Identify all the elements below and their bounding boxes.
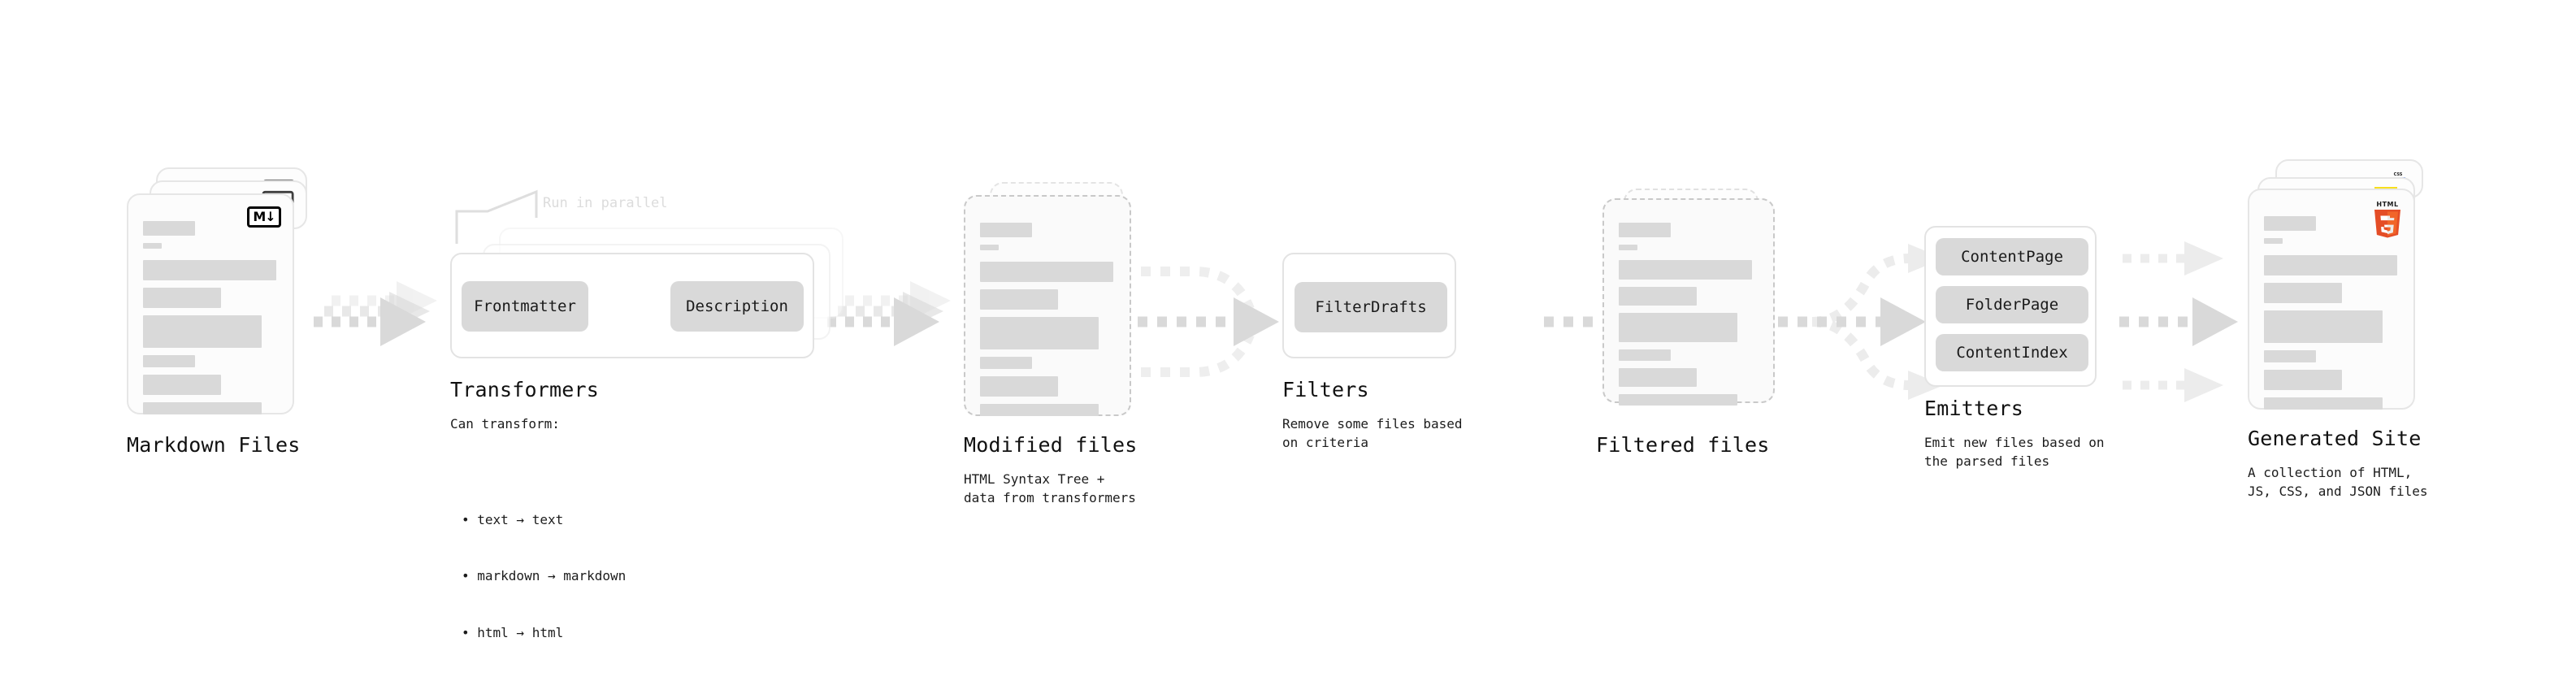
content-bar bbox=[980, 357, 1032, 369]
transformer-chip-description[interactable]: Description bbox=[670, 281, 804, 332]
content-bar bbox=[1619, 287, 1697, 306]
content-bar bbox=[2264, 283, 2342, 303]
content-bar bbox=[2264, 370, 2342, 390]
content-bar bbox=[1619, 394, 1737, 406]
content-bar bbox=[980, 223, 1032, 237]
content-bar bbox=[2264, 255, 2397, 275]
content-bar bbox=[980, 317, 1099, 349]
content-bar bbox=[143, 402, 262, 414]
content-bar bbox=[980, 404, 1099, 416]
run-in-parallel-annotation: Run in parallel bbox=[543, 195, 668, 211]
transformers-bullet-list: text → text markdown → markdown html → h… bbox=[462, 433, 626, 681]
stage-title-markdown-files: Markdown Files bbox=[127, 433, 301, 457]
emitter-chip-contentpage[interactable]: ContentPage bbox=[1936, 238, 2088, 275]
content-bar bbox=[1619, 223, 1671, 237]
filters-subtitle: Remove some files based on criteria bbox=[1282, 416, 1463, 451]
content-bar bbox=[980, 376, 1058, 397]
svg-text:CSS: CSS bbox=[2394, 172, 2403, 177]
html5-badge: HTML bbox=[2371, 199, 2404, 238]
transformers-bullet-item: text → text bbox=[462, 510, 626, 529]
filters-groupbox: FilterDrafts bbox=[1282, 253, 1456, 358]
transformers-bullet-item: html → html bbox=[462, 623, 626, 642]
modified-files-subtitle: HTML Syntax Tree + data from transformer… bbox=[964, 471, 1136, 506]
stage-title-generated-site: Generated Site bbox=[2248, 427, 2422, 450]
content-bar bbox=[2264, 397, 2383, 410]
content-bar bbox=[1619, 349, 1671, 361]
content-bar bbox=[2264, 310, 2383, 343]
content-bar bbox=[143, 315, 262, 348]
transformers-bullet-item: markdown → markdown bbox=[462, 566, 626, 585]
connector-filtered-to-emitters bbox=[1778, 244, 1944, 400]
transformers-subtitle: Can transform: bbox=[450, 416, 560, 432]
svg-text:HTML: HTML bbox=[2376, 201, 2398, 208]
modified-card-bars bbox=[980, 223, 1117, 423]
generated-site-card-bars bbox=[2264, 216, 2400, 417]
generated-site-subtitle: A collection of HTML, JS, CSS, and JSON … bbox=[2248, 465, 2428, 500]
stage-title-emitters: Emitters bbox=[1924, 397, 2024, 420]
markdown-file-card: M↓ bbox=[127, 193, 294, 414]
content-bar bbox=[143, 288, 221, 308]
stage-title-transformers: Transformers bbox=[450, 378, 600, 401]
modified-file-card bbox=[964, 195, 1131, 416]
transformers-groupbox: Frontmatter Description bbox=[450, 253, 814, 358]
content-bar bbox=[143, 221, 195, 236]
content-bar bbox=[143, 243, 162, 249]
stage-title-filtered-files: Filtered files bbox=[1596, 433, 1770, 457]
content-bar bbox=[2264, 238, 2283, 244]
content-bar bbox=[1619, 260, 1752, 280]
generated-site-card: HTML bbox=[2248, 189, 2415, 410]
content-bar bbox=[2264, 350, 2316, 362]
content-bar bbox=[143, 375, 221, 395]
content-bar bbox=[143, 260, 276, 280]
emitter-chip-folderpage[interactable]: FolderPage bbox=[1936, 286, 2088, 323]
content-bar bbox=[143, 355, 195, 367]
filter-chip-filterdrafts[interactable]: FilterDrafts bbox=[1295, 282, 1447, 332]
connector-modified-to-filters bbox=[1138, 267, 1279, 377]
filtered-card-bars bbox=[1619, 223, 1760, 413]
emitter-chip-contentindex[interactable]: ContentIndex bbox=[1936, 334, 2088, 371]
emitters-groupbox: ContentPage FolderPage ContentIndex bbox=[1924, 226, 2097, 387]
connector-emitters-to-site bbox=[2119, 241, 2238, 402]
stage-title-filters: Filters bbox=[1282, 378, 1369, 401]
content-bar bbox=[1619, 368, 1697, 387]
connector-transformers-to-modified bbox=[827, 281, 951, 346]
filtered-file-card bbox=[1602, 198, 1775, 406]
markdown-badge: M↓ bbox=[247, 206, 281, 228]
content-bar bbox=[2264, 216, 2316, 231]
emitters-subtitle: Emit new files based on the parsed files bbox=[1924, 435, 2105, 470]
markdown-card-bars bbox=[143, 221, 280, 422]
connector-markdown-to-transformers bbox=[314, 281, 437, 346]
content-bar bbox=[980, 245, 999, 250]
transformer-chip-frontmatter[interactable]: Frontmatter bbox=[462, 281, 588, 332]
stage-title-modified-files: Modified files bbox=[964, 433, 1138, 457]
content-bar bbox=[980, 289, 1058, 310]
content-bar bbox=[1619, 313, 1737, 342]
content-bar bbox=[1619, 245, 1637, 250]
content-bar bbox=[980, 262, 1113, 282]
